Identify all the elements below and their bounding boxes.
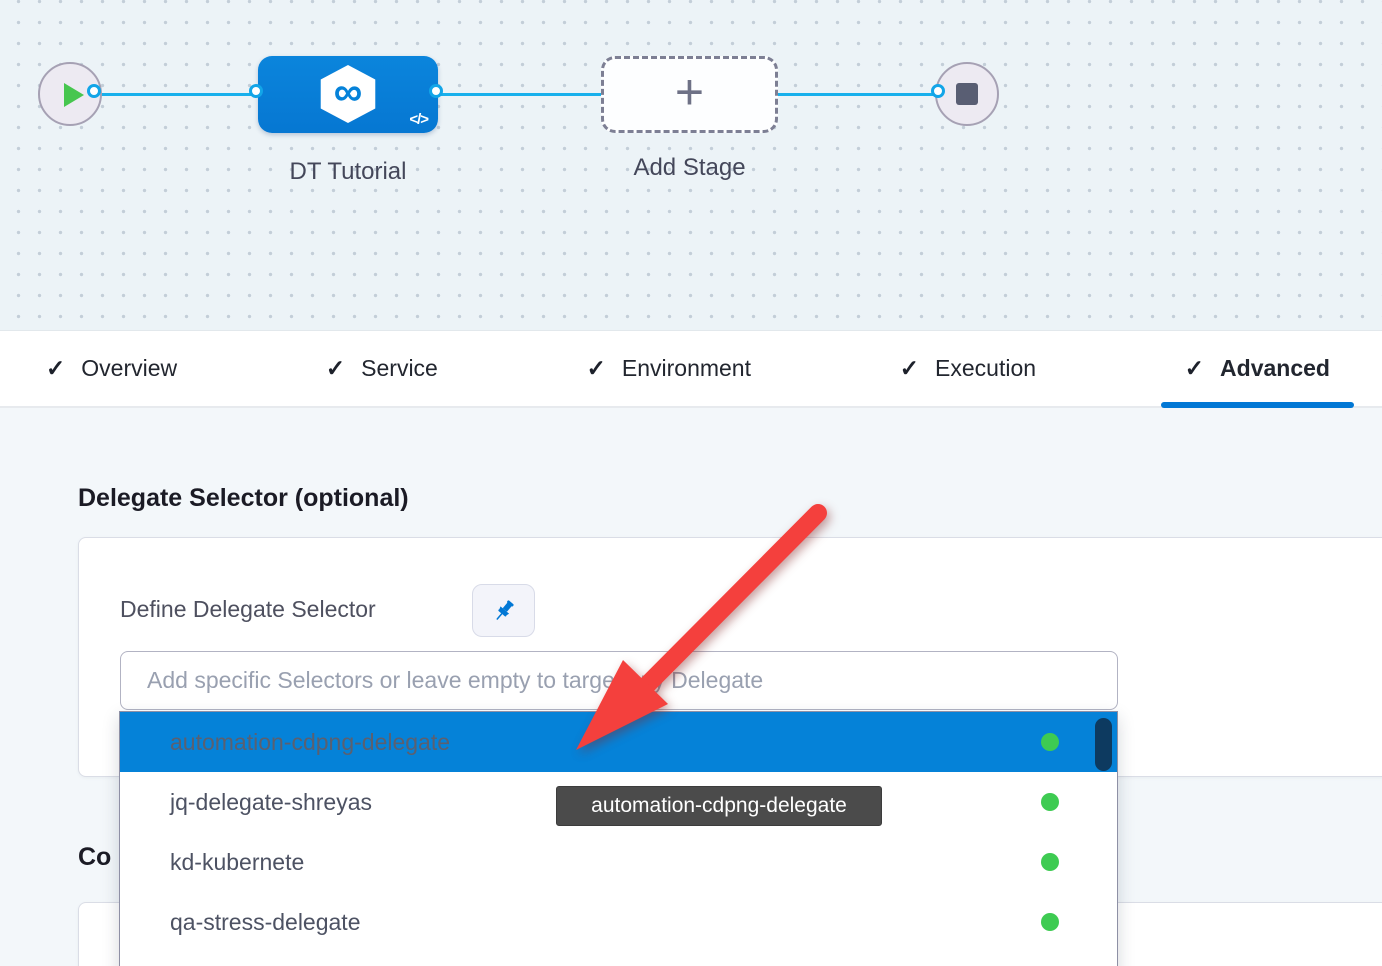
dropdown-option-jq-delegate-shreyas[interactable]: jq-delegate-shreyas — [120, 772, 1117, 832]
add-stage-label: Add Stage — [633, 154, 746, 181]
status-connected-dot — [1041, 913, 1059, 931]
check-icon: ✓ — [586, 355, 606, 381]
tab-execution[interactable]: ✓ Execution — [876, 331, 1060, 406]
tab-label: Environment — [621, 355, 751, 381]
delegate-dropdown-list: automation-cdpng-delegate jq-delegate-sh… — [119, 711, 1118, 966]
port-stage-in[interactable] — [249, 84, 263, 98]
stop-icon — [956, 83, 978, 105]
option-label: kd-kubernete — [170, 848, 305, 875]
tab-label: Execution — [935, 355, 1037, 381]
add-stage-button[interactable]: + — [601, 56, 778, 133]
stage-tabs: ✓ Overview ✓ Service ✓ Environment ✓ Exe… — [0, 331, 1382, 408]
option-label: qa-stress-delegate — [170, 908, 361, 935]
check-icon: ✓ — [325, 355, 346, 381]
dropdown-option-qa-stress-delegate[interactable]: qa-stress-delegate — [120, 892, 1117, 952]
check-icon: ✓ — [1184, 355, 1205, 381]
port-start-out[interactable] — [87, 84, 101, 98]
port-stage-out[interactable] — [429, 84, 443, 98]
tab-label: Advanced — [1220, 355, 1330, 381]
tab-overview[interactable]: ✓ Overview — [22, 331, 201, 406]
edge-start-to-stage — [100, 93, 262, 96]
edge-addstage-to-end — [776, 93, 941, 96]
status-connected-dot — [1041, 733, 1059, 751]
delegate-selector-heading: Delegate Selector (optional) — [78, 484, 409, 512]
tab-service[interactable]: ✓ Service — [302, 331, 462, 406]
pipeline-canvas[interactable]: ∞ </> DT Tutorial + Add Stage — [0, 0, 1382, 331]
delegate-selector-input[interactable] — [120, 651, 1118, 710]
play-icon — [64, 83, 84, 107]
option-label: jq-delegate-shreyas — [170, 788, 373, 815]
edge-stage-to-addstage — [438, 93, 604, 96]
tab-advanced[interactable]: ✓ Advanced — [1160, 331, 1355, 408]
next-section-heading-partial: Co — [78, 843, 112, 871]
plus-icon: + — [674, 63, 705, 120]
tab-label: Overview — [81, 355, 178, 381]
define-delegate-selector-label: Define Delegate Selector — [120, 596, 376, 622]
tooltip-text: automation-cdpng-delegate — [591, 794, 847, 817]
stage-node-dt-tutorial[interactable]: ∞ </> — [258, 56, 438, 133]
dropdown-option-automation-cdpng-delegate[interactable]: automation-cdpng-delegate — [120, 712, 1117, 772]
status-connected-dot — [1041, 793, 1059, 811]
code-icon: </> — [409, 111, 429, 128]
status-connected-dot — [1041, 853, 1059, 871]
dropdown-option-kd-kubernete[interactable]: kd-kubernete — [120, 832, 1117, 892]
tab-environment[interactable]: ✓ Environment — [563, 331, 775, 406]
check-icon: ✓ — [899, 355, 920, 381]
option-label: automation-cdpng-delegate — [170, 728, 451, 755]
port-end-in[interactable] — [931, 84, 945, 98]
delegate-name-tooltip: automation-cdpng-delegate — [556, 786, 882, 826]
stage-node-label: DT Tutorial — [289, 158, 407, 185]
pushpin-icon — [496, 599, 514, 620]
infinity-hexagon-icon: ∞ — [320, 65, 376, 123]
check-icon: ✓ — [46, 355, 66, 381]
pipeline-end-node[interactable] — [935, 62, 999, 126]
dropdown-scrollbar-thumb[interactable] — [1095, 718, 1112, 771]
tab-label: Service — [361, 355, 438, 381]
pin-input-type-button[interactable] — [472, 584, 535, 637]
